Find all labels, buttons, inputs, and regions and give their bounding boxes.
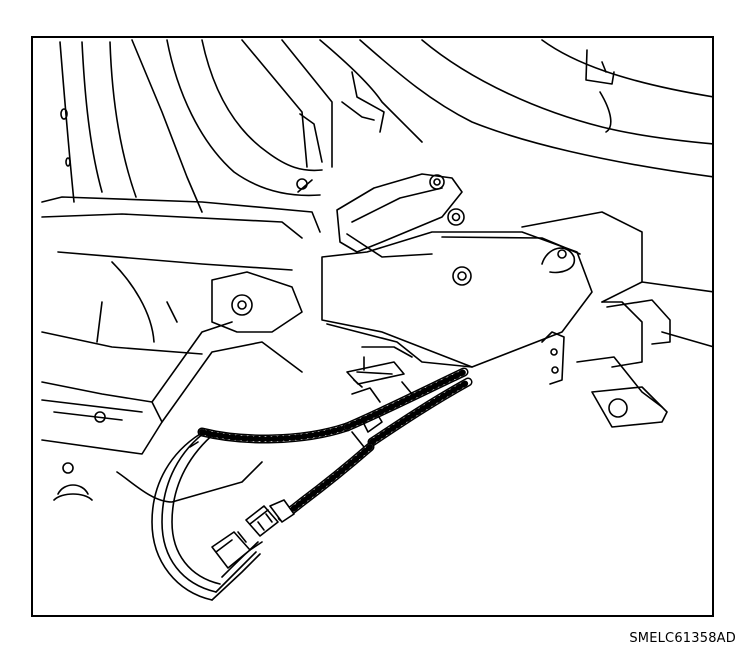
figure-code-label: SMELC61358AD <box>629 631 736 646</box>
pillar-panel <box>131 39 333 213</box>
right-brackets <box>521 211 712 428</box>
harness-connectors <box>211 499 295 569</box>
frame-rail <box>41 261 303 503</box>
wheel-well <box>41 41 321 271</box>
diagram-frame <box>31 36 714 617</box>
center-connector <box>346 356 413 403</box>
mounting-bracket <box>321 173 593 388</box>
wiring-harness <box>151 367 473 601</box>
upper-body <box>319 39 712 178</box>
wiring-harness-illustration <box>41 39 712 601</box>
